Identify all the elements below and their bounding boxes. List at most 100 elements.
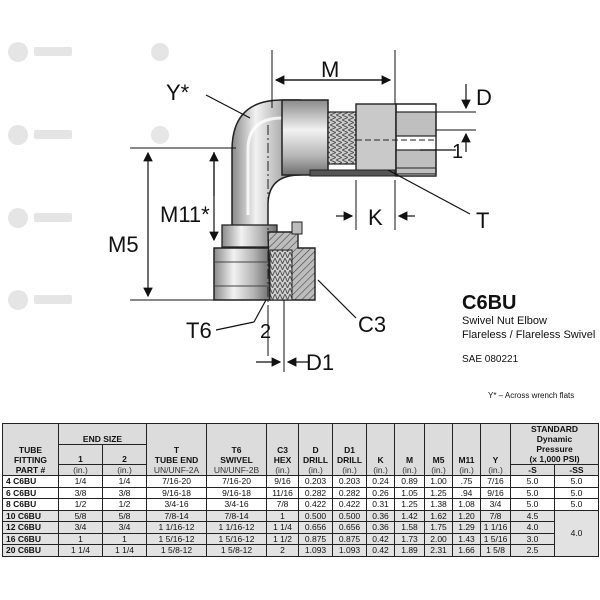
cell-t6: 9/16-18 bbox=[206, 486, 268, 499]
col-header-m11: M11(in.) bbox=[452, 423, 482, 476]
watermark bbox=[8, 42, 169, 310]
table-row: 20 C6BU 1 1/4 1 1/4 1 5/8-12 1 5/8-12 2 … bbox=[2, 544, 599, 557]
nut-face-hatch bbox=[395, 111, 437, 137]
col-header-2: 2 bbox=[101, 443, 148, 465]
swivel-top bbox=[291, 221, 303, 235]
cell-end2: 1/2 bbox=[101, 498, 148, 511]
cell-c3: 9/16 bbox=[266, 475, 300, 488]
dim-m-label: M bbox=[321, 57, 339, 82]
cell-t6: 1 5/8-12 bbox=[206, 544, 268, 557]
title-block: C6BU Swivel Nut Elbow Flareless / Flarel… bbox=[462, 292, 600, 365]
cell-ss: 5.0 bbox=[554, 486, 600, 499]
cell-m5: 1.62 bbox=[424, 509, 454, 522]
cell-part: 12 C6BU bbox=[2, 521, 59, 534]
cell-s: 2.5 bbox=[510, 544, 556, 557]
cell-y: 7/8 bbox=[480, 509, 512, 522]
cell-m5: 2.00 bbox=[424, 532, 454, 545]
cell-d1: 0.422 bbox=[332, 498, 368, 511]
cell-y: 3/4 bbox=[480, 498, 512, 511]
cell-m11: 1.43 bbox=[452, 532, 482, 545]
cell-t6: 3/4-16 bbox=[206, 498, 268, 511]
cell-end1: 1 1/4 bbox=[58, 544, 103, 557]
cell-d1: 0.656 bbox=[332, 521, 368, 534]
cell-end2: 1 1/4 bbox=[101, 544, 148, 557]
cell-ss-merged: 4.0 bbox=[554, 509, 600, 557]
cell-m11: .94 bbox=[452, 486, 482, 499]
cell-part: 4 C6BU bbox=[2, 475, 59, 488]
cell-m11: 1.20 bbox=[452, 509, 482, 522]
cell-c3: 2 bbox=[266, 544, 300, 557]
cell-part: 16 C6BU bbox=[2, 532, 59, 545]
cell-end2: 1 bbox=[101, 532, 148, 545]
col-header-1: 1 bbox=[58, 443, 103, 465]
dim-t-label: T bbox=[476, 208, 489, 233]
description-line-2: Flareless / Flareless Swivel bbox=[462, 329, 596, 341]
cell-k: 0.42 bbox=[366, 544, 396, 557]
part-code: C6BU bbox=[462, 292, 517, 314]
dim-d1-label: D1 bbox=[306, 350, 334, 375]
cell-m: 1.05 bbox=[394, 486, 426, 499]
col-header-m5: M5(in.) bbox=[424, 423, 454, 476]
swivel-hex bbox=[213, 247, 271, 301]
cell-d: 0.875 bbox=[298, 532, 334, 545]
cell-part: 6 C6BU bbox=[2, 486, 59, 499]
cell-end1: 1 bbox=[58, 532, 103, 545]
cell-m5: 2.31 bbox=[424, 544, 454, 557]
cell-c3: 7/8 bbox=[266, 498, 300, 511]
col-unit-2: (in.) bbox=[101, 464, 148, 476]
table-row: 4 C6BU 1/4 1/4 7/16-20 7/16-20 9/16 0.20… bbox=[2, 475, 600, 488]
cell-t: 3/4-16 bbox=[146, 498, 208, 511]
footnote: Y* – Across wrench flats bbox=[488, 391, 575, 400]
table-row: 10 C6BU 5/8 5/8 7/8-14 7/8-14 1 0.500 0.… bbox=[2, 509, 600, 557]
cell-end1: 3/4 bbox=[58, 521, 103, 534]
cell-t6: 7/16-20 bbox=[206, 475, 268, 488]
cell-m: 0.89 bbox=[394, 475, 426, 488]
cell-end1: 1/4 bbox=[58, 475, 103, 488]
cell-end1: 5/8 bbox=[58, 509, 103, 522]
cell-k: 0.26 bbox=[366, 486, 396, 499]
table-row: 6 C6BU 3/8 3/8 9/16-18 9/16-18 11/16 0.2… bbox=[2, 486, 600, 499]
dim-y-label: Y* bbox=[166, 80, 190, 105]
cell-y: 1 5/16 bbox=[480, 532, 512, 545]
dim-2-label: 2 bbox=[260, 321, 271, 343]
tube-nut bbox=[355, 103, 397, 173]
table-row: 12 C6BU 3/4 3/4 1 1/16-12 1 1/16-12 1 1/… bbox=[2, 521, 599, 534]
table-row: 16 C6BU 1 1 1 5/16-12 1 5/16-12 1 1/2 0.… bbox=[2, 532, 599, 545]
cell-s: 5.0 bbox=[510, 475, 556, 488]
elbow-bend-highlight bbox=[246, 116, 283, 215]
cell-d1: 0.875 bbox=[332, 532, 368, 545]
col-header-ss: -SS bbox=[554, 464, 600, 476]
cell-t6: 1 5/16-12 bbox=[206, 532, 268, 545]
cell-part: 20 C6BU bbox=[2, 544, 59, 557]
cell-m: 1.42 bbox=[394, 509, 426, 522]
col-header-s: -S bbox=[510, 464, 556, 476]
cell-m5: 1.38 bbox=[424, 498, 454, 511]
dim-m11-label: M11* bbox=[160, 202, 210, 227]
sae-number: SAE 080221 bbox=[462, 354, 519, 365]
cell-ss: 5.0 bbox=[554, 498, 600, 511]
dim-1-label: 1 bbox=[452, 141, 463, 163]
cell-k: 0.42 bbox=[366, 532, 396, 545]
cell-m: 1.58 bbox=[394, 521, 426, 534]
cell-c3: 11/16 bbox=[266, 486, 300, 499]
cell-m11: 1.08 bbox=[452, 498, 482, 511]
cell-y: 7/16 bbox=[480, 475, 512, 488]
cell-s: 3.0 bbox=[510, 532, 556, 545]
elbow-fitting-drawing: M D 1 Y* M11* M5 K T C3 T6 2 D1 bbox=[8, 42, 492, 375]
cell-k: 0.36 bbox=[366, 521, 396, 534]
cell-m11: 1.29 bbox=[452, 521, 482, 534]
swivel-inner-thread bbox=[269, 249, 293, 301]
dim-m5-label: M5 bbox=[108, 232, 139, 257]
col-header-end-size: END SIZE bbox=[57, 423, 148, 445]
cell-d: 0.282 bbox=[298, 486, 334, 499]
nut-face-hatch-2 bbox=[395, 149, 437, 175]
cell-c3: 1 1/2 bbox=[266, 532, 300, 545]
cell-m: 1.89 bbox=[394, 544, 426, 557]
cell-d: 0.422 bbox=[298, 498, 334, 511]
cell-d: 0.203 bbox=[298, 475, 334, 488]
